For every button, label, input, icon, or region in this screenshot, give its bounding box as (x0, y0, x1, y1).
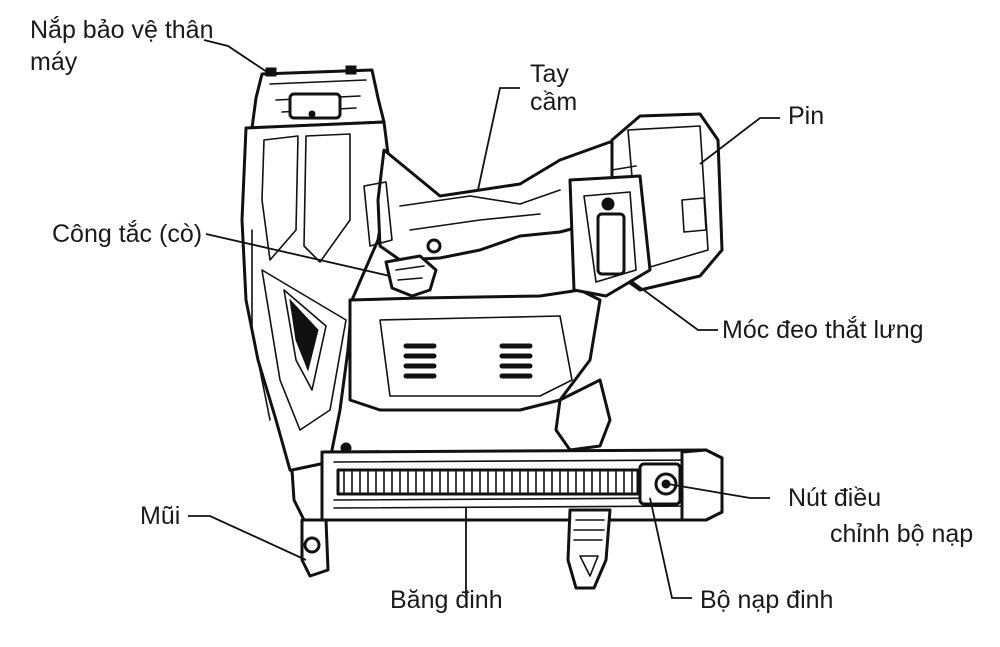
label-body-cover: Nắp bảo vệ thân máy (30, 15, 220, 76)
belt-hook-part (568, 174, 652, 298)
leader-nose (188, 515, 307, 561)
leader-belt-hook (629, 279, 718, 331)
callout-labels: Nắp bảo vệ thân máy Tay cầm Pin Công tắc… (30, 15, 973, 614)
leader-body-cover (203, 39, 271, 75)
vent-slots (403, 343, 533, 379)
feeder-part (638, 462, 682, 506)
magazine-stand-part (566, 508, 612, 590)
label-handle: Tay cầm (530, 60, 577, 116)
leader-adjust-knob (667, 483, 770, 499)
trigger-part (384, 238, 442, 298)
leader-battery (699, 117, 780, 165)
leader-handle (477, 87, 520, 191)
nail-strip-part (336, 468, 640, 496)
label-nail-strip: Băng đinh (390, 586, 503, 614)
leader-feeder (649, 497, 692, 599)
magazine-part (320, 448, 724, 522)
label-belt-hook: Móc đeo thắt lưng (722, 315, 924, 344)
label-trigger: Công tắc (cò) (52, 219, 202, 248)
nail-gun-illustration (240, 65, 724, 590)
leader-lines (188, 39, 780, 599)
label-nose: Mũi (140, 502, 180, 530)
label-feeder: Bộ nạp đinh (700, 586, 833, 614)
leader-trigger (205, 233, 391, 277)
body-cover-part (250, 65, 386, 130)
label-battery: Pin (788, 102, 824, 130)
label-adjust-knob: Nút điều chỉnh bộ nạp (788, 484, 973, 548)
frame-part (348, 288, 612, 452)
